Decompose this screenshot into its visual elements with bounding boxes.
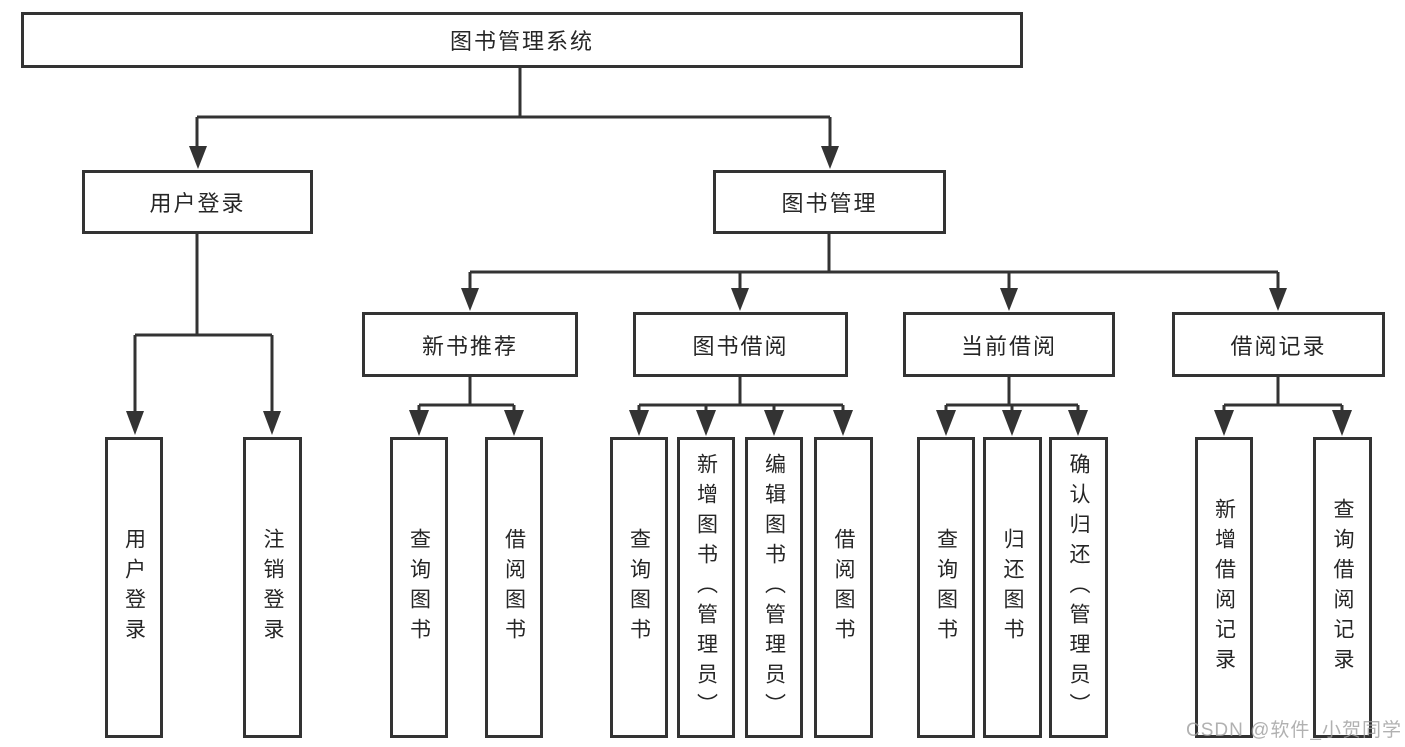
node-borrow-record: 借阅记录 [1172, 312, 1385, 377]
node-label: 确认归还（管理员） [1067, 452, 1090, 723]
arrow-down-icon [833, 410, 853, 436]
connector-borrow-record-split [1222, 377, 1344, 414]
node-leaf-query-book-2: 查询图书 [610, 437, 668, 738]
node-leaf-borrow-book-1: 借阅图书 [485, 437, 543, 738]
arrow-down-icon [629, 410, 649, 436]
arrow-down-icon [1269, 288, 1287, 311]
node-label: 新书推荐 [421, 333, 518, 359]
arrowheads [126, 146, 1352, 436]
arrow-down-icon [461, 288, 479, 311]
node-label: 借阅图书 [502, 527, 526, 648]
node-leaf-borrow-book-2: 借阅图书 [814, 437, 873, 738]
node-user-login: 用户登录 [82, 170, 313, 234]
node-book-borrow: 图书借阅 [633, 312, 848, 377]
node-leaf-return-book: 归还图书 [983, 437, 1042, 738]
node-leaf-query-book-3: 查询图书 [917, 437, 975, 738]
node-leaf-add-borrow-record: 新增借阅记录 [1195, 437, 1253, 738]
connector-user-login-split [133, 234, 274, 414]
connector-current-borrow-split [944, 377, 1080, 414]
node-leaf-add-book-admin: 新增图书（管理员） [677, 437, 735, 738]
arrow-down-icon [1332, 410, 1352, 436]
arrow-down-icon [1214, 410, 1234, 436]
connector-book-borrow-split [637, 377, 845, 414]
arrow-down-icon [821, 146, 839, 169]
node-leaf-edit-book-admin: 编辑图书（管理员） [745, 437, 803, 738]
node-leaf-user-login: 用户登录 [105, 437, 163, 738]
connector-root-split [195, 68, 832, 149]
arrow-down-icon [764, 410, 784, 436]
csdn-watermark: CSDN @软件_小贺同学 [1186, 720, 1402, 741]
node-label: 编辑图书（管理员） [762, 452, 786, 723]
node-label: 归还图书 [1001, 527, 1024, 648]
node-label: 查询图书 [627, 527, 651, 648]
node-leaf-logout: 注销登录 [243, 437, 302, 738]
node-label: 查询借阅记录 [1331, 497, 1354, 678]
node-new-book-recommend: 新书推荐 [362, 312, 578, 377]
arrow-down-icon [409, 410, 429, 436]
node-leaf-query-borrow-record: 查询借阅记录 [1313, 437, 1372, 738]
node-library-management-system: 图书管理系统 [21, 12, 1023, 68]
arrow-down-icon [936, 410, 956, 436]
node-label: 图书借阅 [692, 333, 789, 359]
arrow-down-icon [504, 410, 524, 436]
node-leaf-confirm-return-admin: 确认归还（管理员） [1049, 437, 1108, 738]
node-label: 借阅记录 [1230, 333, 1327, 359]
node-label: 当前借阅 [960, 333, 1057, 359]
node-label: 查询图书 [407, 527, 431, 648]
node-label: 用户登录 [122, 527, 146, 648]
node-book-management: 图书管理 [713, 170, 946, 234]
node-label: 注销登录 [261, 527, 284, 648]
node-label: 图书管理 [781, 191, 878, 216]
arrow-down-icon [263, 411, 281, 435]
arrow-down-icon [189, 146, 207, 169]
node-current-borrow: 当前借阅 [903, 312, 1115, 377]
node-label: 借阅图书 [832, 527, 855, 648]
arrow-down-icon [731, 288, 749, 311]
node-label: 查询图书 [934, 527, 958, 648]
node-label: 用户登录 [149, 191, 246, 216]
arrow-down-icon [1068, 410, 1088, 436]
connector-new-book-rec-split [417, 377, 516, 414]
node-leaf-query-book-1: 查询图书 [390, 437, 448, 738]
arrow-down-icon [126, 411, 144, 435]
connector-book-mgmt-split [468, 234, 1280, 291]
arrow-down-icon [696, 410, 716, 436]
arrow-down-icon [1000, 288, 1018, 311]
node-label: 图书管理系统 [449, 29, 594, 54]
node-label: 新增图书（管理员） [694, 452, 718, 723]
arrow-down-icon [1002, 410, 1022, 436]
node-label: 新增借阅记录 [1212, 497, 1236, 678]
